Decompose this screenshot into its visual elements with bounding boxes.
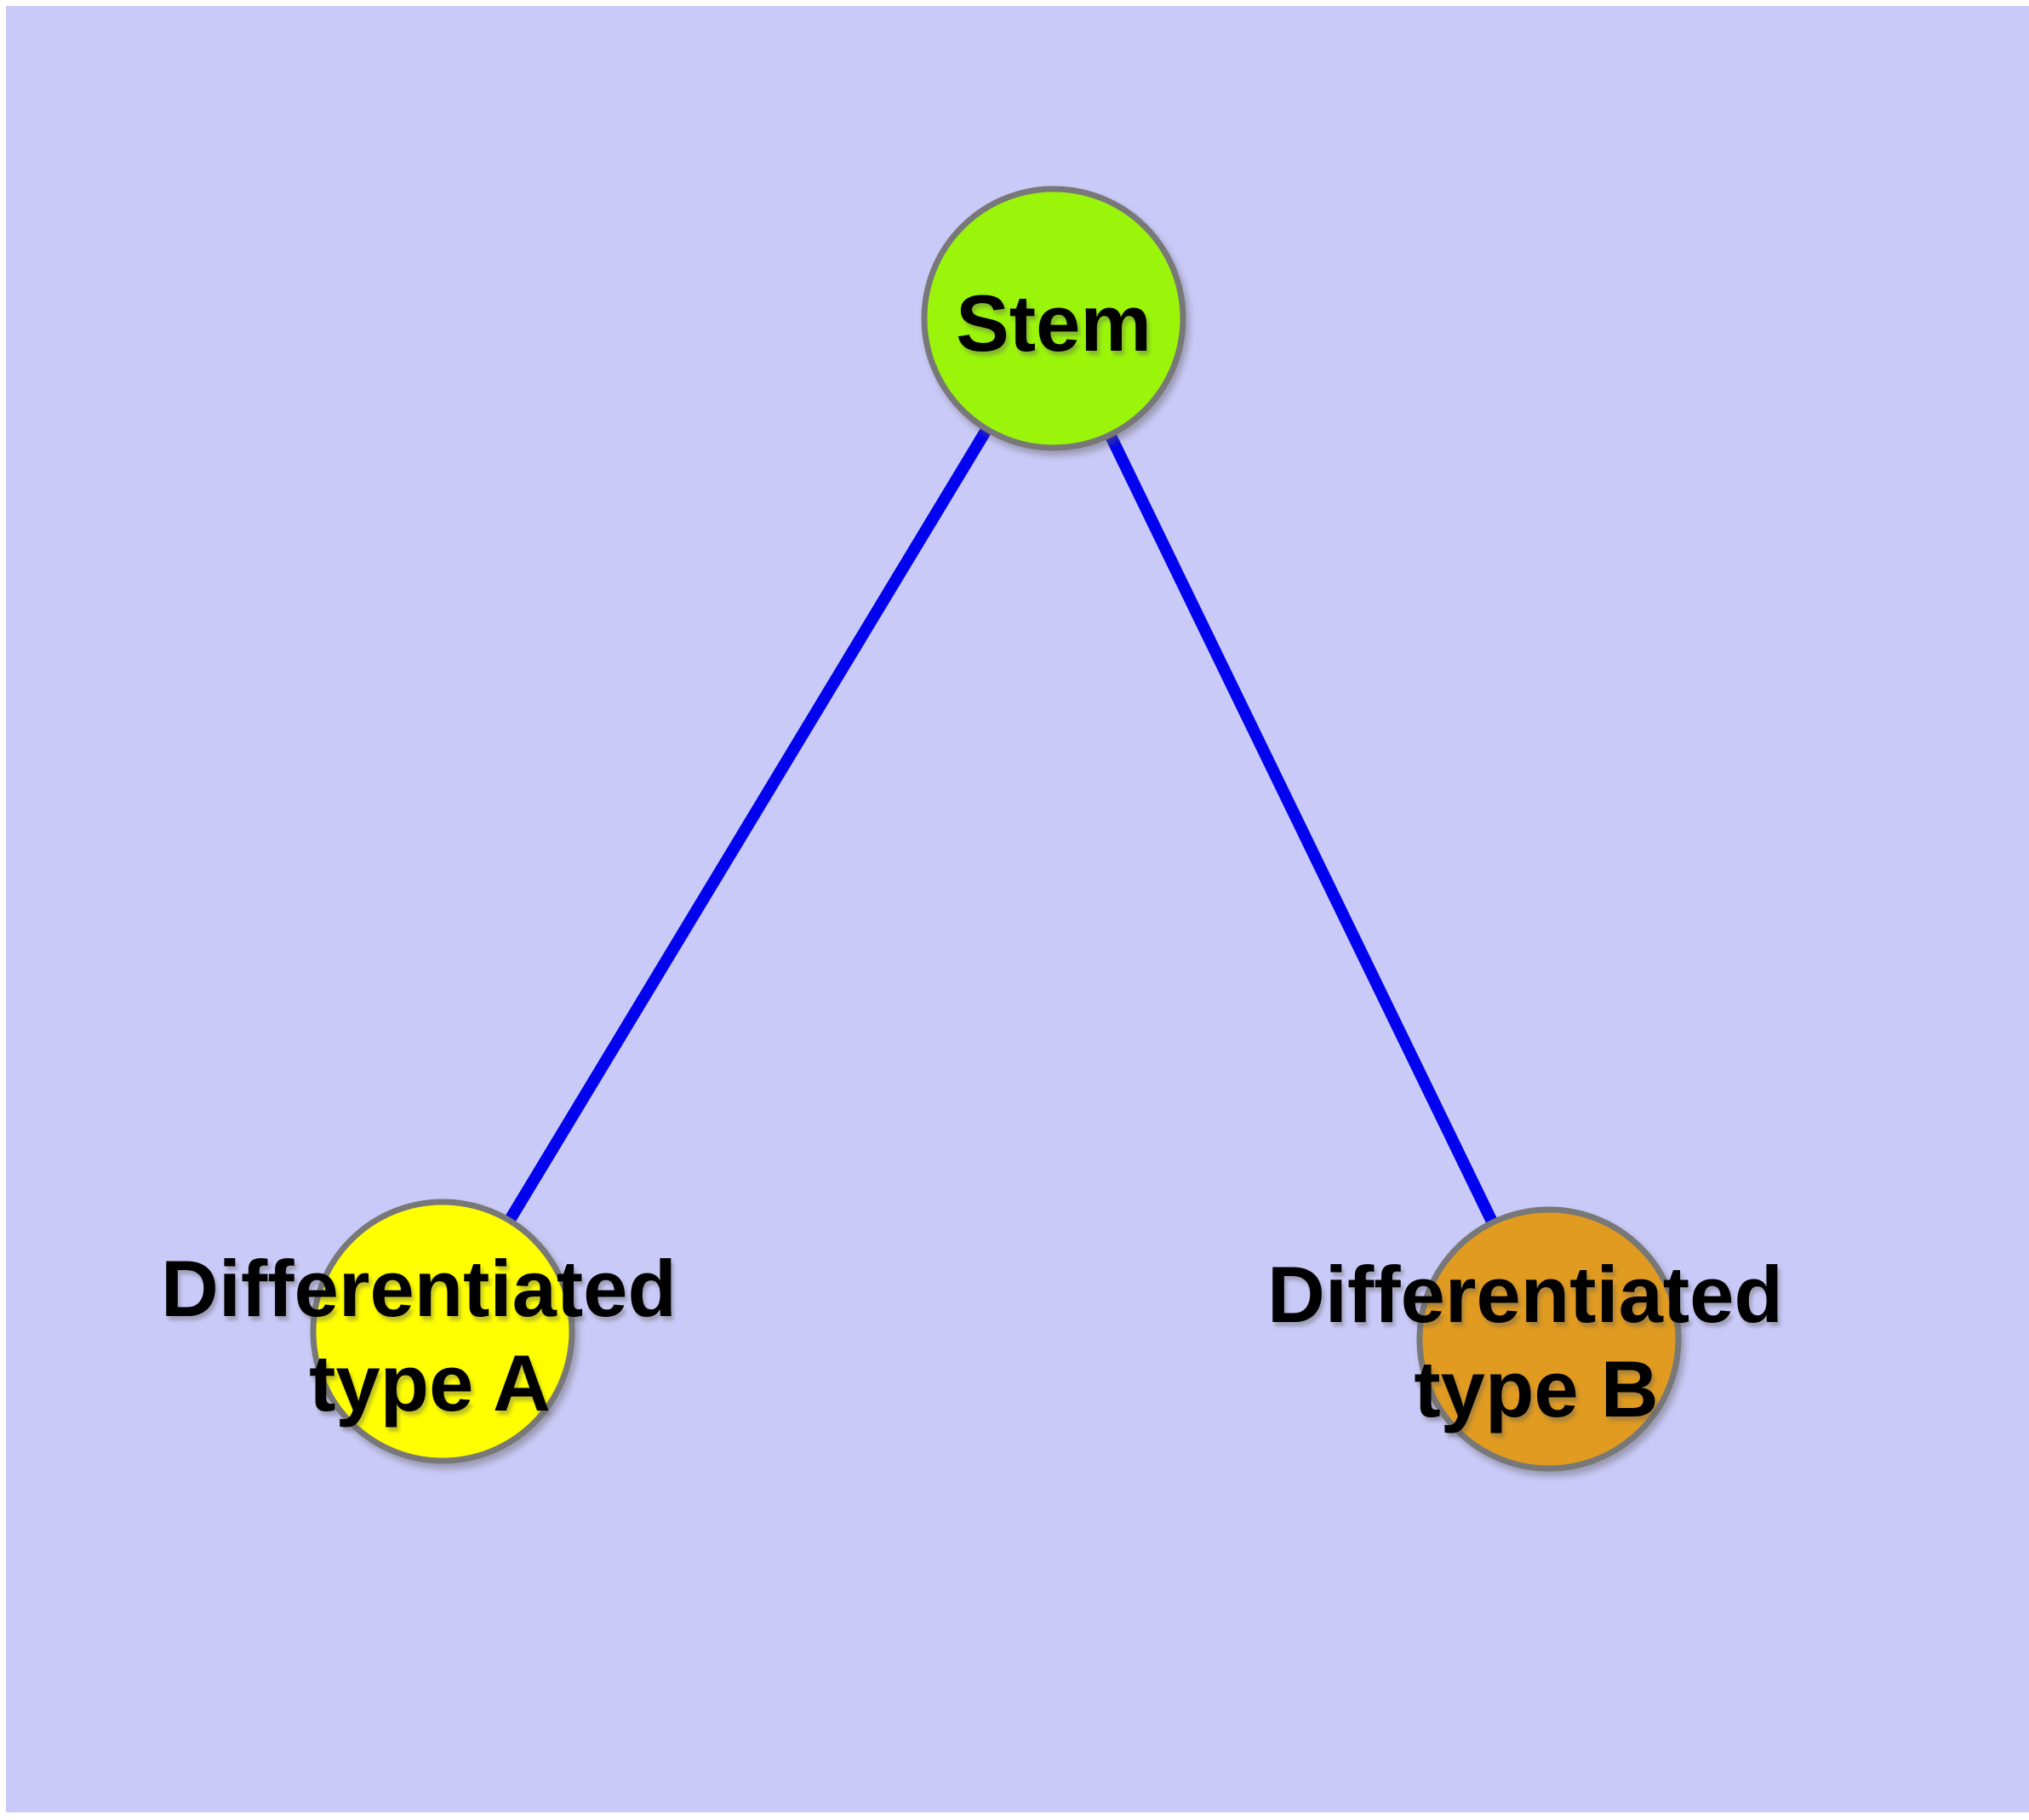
node-type-a-label-line1: Differentiated (161, 1244, 677, 1333)
node-type-b-label-line2: type B (1414, 1344, 1658, 1434)
nodes: Stem Differentiated type A Differentiate… (161, 186, 1805, 1472)
node-type-a-label-line2: type A (309, 1338, 551, 1428)
node-type-b-label: Differentiated type B (1267, 1250, 1805, 1434)
node-type-a-circle (310, 1199, 575, 1464)
node-stem: Stem (921, 186, 1186, 451)
node-stem-circle (921, 186, 1186, 451)
edges (437, 315, 1555, 1342)
node-type-b-label-line1: Differentiated (1267, 1250, 1783, 1339)
node-differentiated-type-a: Differentiated type A (161, 1199, 699, 1464)
node-type-b-circle (1416, 1206, 1682, 1472)
node-stem-label: Stem (956, 278, 1152, 368)
edge-stem-to-type-b (1048, 315, 1555, 1342)
node-differentiated-type-b: Differentiated type B (1267, 1206, 1805, 1472)
node-stem-label-line: Stem (956, 278, 1152, 368)
node-type-a-label: Differentiated type A (161, 1244, 699, 1428)
edge-stem-to-type-a (437, 315, 1059, 1335)
